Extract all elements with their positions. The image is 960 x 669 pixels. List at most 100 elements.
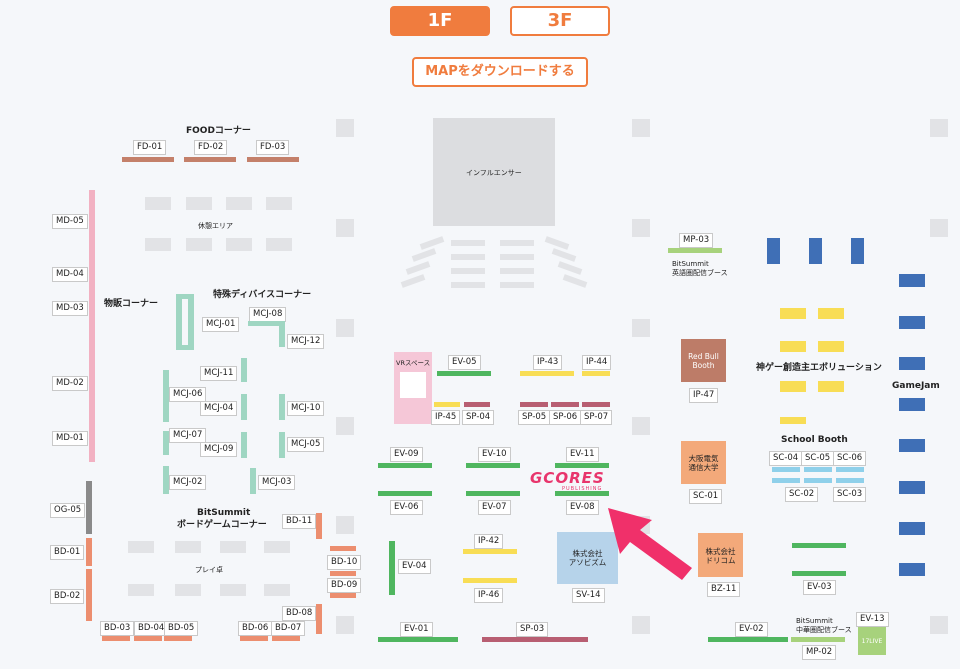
booth-mcj-10[interactable]: MCJ-10 [287, 401, 325, 416]
seat-row [400, 274, 426, 288]
asobism-booth[interactable] [557, 532, 618, 584]
mcj-table [176, 294, 194, 299]
booth-bd-01[interactable]: BD-01 [50, 545, 85, 560]
booth-mcj-12[interactable]: MCJ-12 [287, 334, 325, 349]
redbull-booth[interactable] [681, 339, 726, 382]
pillar [632, 616, 650, 634]
booth-sc-06[interactable]: SC-06 [833, 451, 867, 466]
booth-mcj-03[interactable]: MCJ-03 [258, 475, 296, 490]
tab-1f[interactable]: 1F [390, 6, 490, 36]
mcj-table [163, 370, 169, 422]
booth-ev-10[interactable]: EV-10 [478, 447, 511, 462]
booth-sp-07[interactable]: SP-07 [580, 410, 613, 425]
download-map-button[interactable]: MAPをダウンロードする [412, 57, 588, 87]
ev-table [792, 571, 846, 576]
bd-wall [102, 636, 130, 641]
booth-ev-01[interactable]: EV-01 [400, 622, 433, 637]
booth-mcj-05[interactable]: MCJ-05 [287, 437, 325, 452]
booth-ev-02[interactable]: EV-02 [735, 622, 768, 637]
seventeen-live-booth[interactable] [858, 627, 886, 655]
booth-sc-02[interactable]: SC-02 [785, 487, 819, 502]
booth-ip-44[interactable]: IP-44 [582, 355, 612, 370]
special-device-title: 特殊ディバイスコーナー [213, 290, 312, 300]
booth-sp-05[interactable]: SP-05 [518, 410, 551, 425]
play-table-label: プレイ卓 [195, 566, 223, 574]
booth-bd-08[interactable]: BD-08 [282, 606, 317, 621]
booth-sp-04[interactable]: SP-04 [462, 410, 495, 425]
rest-table [186, 197, 212, 210]
booth-sp-06[interactable]: SP-06 [549, 410, 582, 425]
booth-ip-43[interactable]: IP-43 [533, 355, 563, 370]
booth-ip-47[interactable]: IP-47 [689, 388, 719, 403]
ev-table [708, 637, 788, 642]
booth-bd-11[interactable]: BD-11 [282, 514, 317, 529]
gamejam-table [899, 481, 925, 494]
booth-mcj-07[interactable]: MCJ-07 [169, 428, 207, 443]
booth-bd-09[interactable]: BD-09 [327, 578, 362, 593]
play-table [264, 584, 290, 596]
booth-mcj-06[interactable]: MCJ-06 [169, 387, 207, 402]
english-stream-2: 英語圏配信ブース [672, 269, 728, 277]
osaka-booth[interactable] [681, 441, 726, 484]
booth-sc-01[interactable]: SC-01 [689, 489, 723, 504]
booth-md-04[interactable]: MD-04 [52, 267, 88, 282]
booth-mcj-02[interactable]: MCJ-02 [169, 475, 207, 490]
booth-mp-02[interactable]: MP-02 [802, 645, 837, 660]
booth-fd-01[interactable]: FD-01 [133, 140, 167, 155]
booth-sv-14[interactable]: SV-14 [572, 588, 605, 603]
pillar [632, 119, 650, 137]
booth-bd-05[interactable]: BD-05 [164, 621, 199, 636]
bd-wall [330, 593, 356, 598]
merch-wall [89, 190, 95, 462]
booth-sc-04[interactable]: SC-04 [769, 451, 803, 466]
booth-bd-03[interactable]: BD-03 [100, 621, 135, 636]
booth-mcj-01[interactable]: MCJ-01 [202, 317, 240, 332]
booth-ev-04[interactable]: EV-04 [398, 559, 431, 574]
booth-ev-11[interactable]: EV-11 [566, 447, 599, 462]
booth-mp-03[interactable]: MP-03 [679, 233, 714, 248]
booth-ev-07[interactable]: EV-07 [478, 500, 511, 515]
booth-bd-02[interactable]: BD-02 [50, 589, 85, 604]
booth-bd-07[interactable]: BD-07 [271, 621, 306, 636]
booth-ev-09[interactable]: EV-09 [390, 447, 423, 462]
booth-bz-11[interactable]: BZ-11 [707, 582, 741, 597]
sp-table [582, 402, 610, 407]
booth-ip-42[interactable]: IP-42 [474, 534, 504, 549]
booth-ev-06[interactable]: EV-06 [390, 500, 423, 515]
booth-ev-13[interactable]: EV-13 [856, 612, 889, 627]
booth-ev-05[interactable]: EV-05 [448, 355, 481, 370]
booth-bd-10[interactable]: BD-10 [327, 555, 362, 570]
booth-md-01[interactable]: MD-01 [52, 431, 88, 446]
pillar [632, 219, 650, 237]
kami-game-title: 神ゲー創造主エボリューション [756, 363, 882, 373]
booth-md-02[interactable]: MD-02 [52, 376, 88, 391]
booth-ev-08[interactable]: EV-08 [566, 500, 599, 515]
booth-mcj-04[interactable]: MCJ-04 [200, 401, 238, 416]
sp-table [482, 637, 588, 642]
booth-md-03[interactable]: MD-03 [52, 301, 88, 316]
seat-row [405, 261, 431, 275]
booth-mcj-11[interactable]: MCJ-11 [200, 366, 238, 381]
vr-space-label: VRスペース [396, 359, 431, 367]
blue-panel [767, 238, 780, 264]
booth-sc-03[interactable]: SC-03 [833, 487, 867, 502]
booth-og-05[interactable]: OG-05 [50, 503, 86, 518]
booth-fd-03[interactable]: FD-03 [256, 140, 290, 155]
dricom-booth[interactable] [698, 533, 743, 577]
booth-ip-46[interactable]: IP-46 [474, 588, 504, 603]
booth-mcj-08[interactable]: MCJ-08 [249, 307, 287, 322]
booth-bd-06[interactable]: BD-06 [238, 621, 273, 636]
booth-sc-05[interactable]: SC-05 [801, 451, 835, 466]
booth-sp-03[interactable]: SP-03 [516, 622, 549, 637]
seat-row [451, 268, 485, 274]
influencer-stage[interactable] [433, 118, 555, 226]
mcj-table [176, 294, 182, 350]
school-booth-title: School Booth [781, 435, 848, 445]
booth-fd-02[interactable]: FD-02 [194, 140, 228, 155]
booth-ip-45[interactable]: IP-45 [431, 410, 461, 425]
booth-ev-03[interactable]: EV-03 [803, 580, 836, 595]
booth-md-05[interactable]: MD-05 [52, 214, 88, 229]
booth-mcj-09[interactable]: MCJ-09 [200, 442, 238, 457]
tab-3f[interactable]: 3F [510, 6, 610, 36]
food-counter [122, 157, 174, 162]
